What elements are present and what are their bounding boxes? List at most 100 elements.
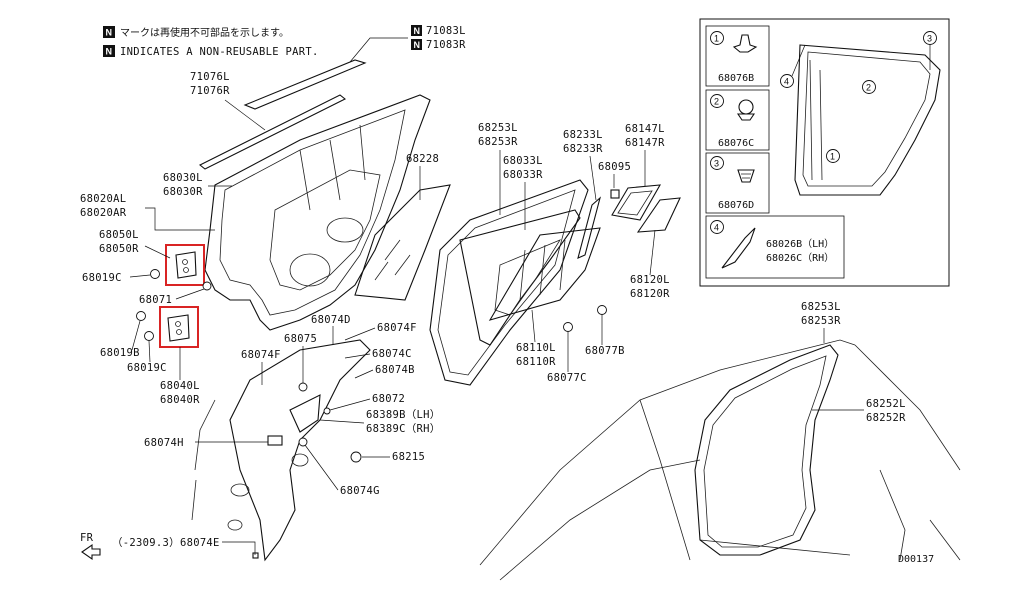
svg-text:3: 3 — [927, 34, 932, 44]
svg-text:68030L: 68030L — [163, 172, 203, 184]
svg-text:68074F: 68074F — [377, 322, 417, 334]
svg-text:71083R: 71083R — [426, 39, 466, 51]
svg-text:68120L: 68120L — [630, 274, 670, 286]
legend-en-note: INDICATES A NON-REUSABLE PART. — [120, 46, 319, 58]
svg-text:71083L: 71083L — [426, 25, 466, 37]
svg-text:68120R: 68120R — [630, 288, 670, 300]
svg-text:68147L: 68147L — [625, 123, 665, 135]
svg-text:3: 3 — [714, 159, 719, 169]
svg-text:68074C: 68074C — [372, 348, 412, 360]
bolts-left: 68019C 68071 68019B 68019C 68040L 68040R — [82, 269, 212, 406]
clip-inset: 1 68076B 2 68076C 3 68076D 4 68026B（LH） … — [699, 18, 950, 287]
svg-text:68074H: 68074H — [144, 437, 184, 449]
legend-jp-note: マークは再使用不可部品を示します。 — [120, 26, 289, 39]
n-symbol-box-2 — [103, 45, 115, 57]
svg-text:68020AL: 68020AL — [80, 193, 126, 205]
svg-text:68253L: 68253L — [801, 301, 841, 313]
front-arrow: FR — [80, 532, 101, 561]
svg-text:68074G: 68074G — [340, 485, 380, 497]
quarter-glass-68120: 68120L 68120R — [630, 197, 681, 300]
svg-text:68253R: 68253R — [801, 315, 841, 327]
weatherstrip-71083 — [243, 59, 367, 110]
svg-text:68252R: 68252R — [866, 412, 906, 424]
diagram-id: D00137 — [898, 554, 934, 565]
svg-text:68019B: 68019B — [100, 347, 140, 359]
svg-text:68389C（RH）: 68389C（RH） — [366, 423, 441, 435]
svg-text:2: 2 — [866, 83, 871, 93]
svg-text:68074F: 68074F — [241, 349, 281, 361]
inset-item-1: 1 68076B — [710, 31, 758, 84]
svg-text:68074D: 68074D — [311, 314, 351, 326]
svg-text:68019C: 68019C — [82, 272, 122, 284]
svg-text:68233R: 68233R — [563, 143, 603, 155]
inset-trim-seal: 2 1 3 4 — [780, 31, 941, 196]
svg-text:68147R: 68147R — [625, 137, 665, 149]
svg-text:68077B: 68077B — [585, 345, 625, 357]
inset-item-4: 4 68026B（LH） 68026C（RH） — [710, 220, 834, 269]
svg-text:68077C: 68077C — [547, 372, 587, 384]
svg-text:68033L: 68033L — [503, 155, 543, 167]
door-panel: 68030L 68030R 68020AL 68020AR — [80, 94, 431, 331]
svg-text:4: 4 — [714, 223, 719, 233]
svg-text:68074B: 68074B — [375, 364, 415, 376]
svg-text:68076D: 68076D — [718, 200, 754, 211]
door-glass-68228: 68228 — [354, 153, 451, 301]
svg-text:68026B（LH）: 68026B（LH） — [766, 238, 834, 250]
trim-labels: 68074D 68074F 68075 68074C 68074F 68074B… — [144, 314, 441, 497]
svg-text:68076B: 68076B — [718, 73, 754, 84]
interior-trim — [191, 339, 371, 562]
svg-text:68072: 68072 — [372, 393, 405, 405]
svg-text:68228: 68228 — [406, 153, 439, 165]
label-71083: N 71083L N 71083R — [349, 25, 466, 63]
part-68233: 68233L 68233R — [563, 129, 603, 259]
svg-text:68253R: 68253R — [478, 136, 518, 148]
svg-text:68050L: 68050L — [99, 229, 139, 241]
lower-hinge — [159, 306, 199, 348]
reference-68074e: （-2309.3）68074E — [112, 537, 259, 559]
legend: N マークは再使用不可部品を示します。 N INDICATES A NON-RE… — [103, 26, 319, 58]
svg-text:68076C: 68076C — [718, 138, 754, 149]
svg-text:68019C: 68019C — [127, 362, 167, 374]
svg-text:68215: 68215 — [392, 451, 425, 463]
upper-hinge: 68050L 68050R — [99, 229, 205, 286]
window-frame-68033: 68033L 68033R — [459, 155, 581, 346]
svg-text:71076L: 71076L — [190, 71, 230, 83]
car-body-outline — [479, 339, 961, 581]
part-68095: 68095 — [598, 161, 631, 199]
svg-text:N: N — [414, 40, 421, 50]
svg-text:4: 4 — [784, 77, 789, 87]
inset-item-3: 3 68076D — [710, 156, 755, 211]
door-seal-68253-upper: 68253L 68253R — [429, 122, 589, 386]
svg-text:68030R: 68030R — [163, 186, 203, 198]
svg-text:68075: 68075 — [284, 333, 317, 345]
svg-text:N: N — [414, 26, 421, 36]
n-symbol: N — [106, 28, 113, 38]
svg-text:1: 1 — [714, 34, 719, 44]
weatherstrip-71076: 71076L 71076R — [190, 71, 347, 170]
svg-text:68050R: 68050R — [99, 243, 139, 255]
svg-text:68095: 68095 — [598, 161, 631, 173]
svg-text:1: 1 — [830, 152, 835, 162]
svg-text:68020AR: 68020AR — [80, 207, 127, 219]
n-symbol-box — [103, 26, 115, 38]
door-opening-seal-68253-lower: 68253L 68253R 68252L 68252R — [694, 301, 906, 556]
inset-item-2: 2 68076C — [710, 94, 756, 149]
svg-text:68033R: 68033R — [503, 169, 543, 181]
n-symbol-2: N — [106, 47, 113, 57]
svg-text:68110L: 68110L — [516, 342, 556, 354]
bolts-68077: 68077B 68077C — [547, 305, 625, 384]
channel-68110: 68110L 68110R — [488, 227, 601, 368]
svg-text:68233L: 68233L — [563, 129, 603, 141]
svg-text:71076R: 71076R — [190, 85, 230, 97]
svg-text:（-2309.3）68074E: （-2309.3）68074E — [112, 537, 220, 549]
svg-text:68253L: 68253L — [478, 122, 518, 134]
svg-text:68252L: 68252L — [866, 398, 906, 410]
quarter-seal-68147: 68147L 68147R — [611, 123, 665, 221]
svg-text:68071: 68071 — [139, 294, 172, 306]
svg-text:68389B（LH）: 68389B（LH） — [366, 409, 441, 421]
svg-text:2: 2 — [714, 97, 719, 107]
svg-text:FR: FR — [80, 532, 94, 544]
svg-text:68040R: 68040R — [160, 394, 200, 406]
svg-text:68040L: 68040L — [160, 380, 200, 392]
